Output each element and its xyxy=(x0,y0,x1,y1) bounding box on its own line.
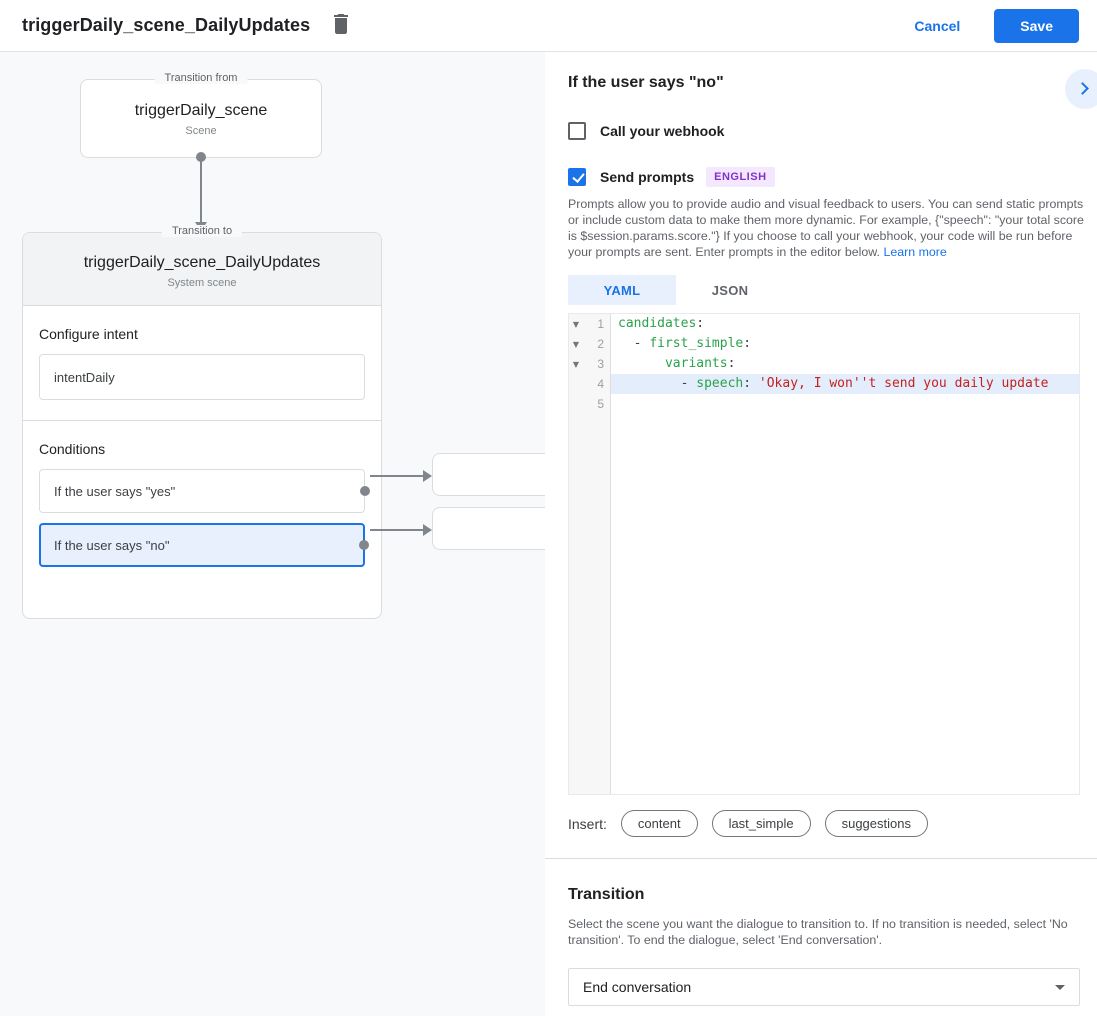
chevron-right-icon xyxy=(1076,82,1089,95)
transition-section-title: Transition xyxy=(568,886,645,903)
code-token: : xyxy=(743,376,759,391)
tab-yaml[interactable]: YAML xyxy=(568,275,676,305)
section-divider xyxy=(545,858,1097,859)
line-number: 5 xyxy=(597,397,604,411)
prompt-code-editor[interactable]: ▼ 1 ▼ 2 ▼ 3 4 5 candidates: - first_simple: var… xyxy=(568,313,1080,795)
condition-detail-panel: If the user says "no" Call your webhook … xyxy=(545,52,1097,1016)
send-prompts-checkbox[interactable] xyxy=(568,168,586,186)
prompts-description-text: Prompts allow you to provide audio and v… xyxy=(568,197,1084,259)
line-number: 3 xyxy=(597,357,604,371)
code-line[interactable]: candidates: xyxy=(611,314,1079,334)
fold-arrow-icon[interactable]: ▼ xyxy=(572,359,580,369)
dropdown-caret-icon xyxy=(1055,984,1065,990)
webhook-row: Call your webhook xyxy=(568,122,724,140)
cancel-button[interactable]: Cancel xyxy=(898,10,976,42)
transition-select-value: End conversation xyxy=(583,979,692,995)
code-token: first_simple xyxy=(649,336,744,351)
fold-arrow-icon[interactable]: ▼ xyxy=(572,319,580,329)
conditions-label: Conditions xyxy=(39,441,106,457)
arrowhead-right-icon xyxy=(423,470,432,482)
transition-to-title: triggerDaily_scene_DailyUpdates xyxy=(83,254,321,271)
line-number: 1 xyxy=(597,317,604,331)
learn-more-link[interactable]: Learn more xyxy=(883,245,947,259)
code-token: : xyxy=(727,356,736,371)
code-token: speech xyxy=(696,376,744,391)
insert-pill-suggestions[interactable]: suggestions xyxy=(824,810,928,837)
transition-select[interactable]: End conversation xyxy=(568,968,1080,1006)
insert-pill-last_simple[interactable]: last_simple xyxy=(711,810,811,837)
condition-no-target-node[interactable] xyxy=(432,507,554,550)
call-webhook-label: Call your webhook xyxy=(600,123,725,139)
condition-row[interactable]: If the user says "yes" xyxy=(39,469,370,513)
insert-pills: content last_simple suggestions xyxy=(620,810,942,837)
insert-pill-content[interactable]: content xyxy=(620,810,698,837)
prompts-description: Prompts allow you to provide audio and v… xyxy=(568,196,1084,260)
scene-diagram-canvas: Transition from triggerDaily_scene Scene… xyxy=(0,52,554,1016)
conditions-list: If the user says "yes" If the user says "… xyxy=(39,469,370,567)
configure-intent-label: Configure intent xyxy=(39,326,138,342)
condition-row-label: If the user says "no" xyxy=(54,537,170,553)
transition-from-subtitle: Scene xyxy=(185,125,217,137)
connector-line xyxy=(370,529,425,531)
editor-format-tabs: YAML JSON xyxy=(568,275,784,305)
editor-gutter: ▼ 1 ▼ 2 ▼ 3 4 5 xyxy=(569,314,611,794)
language-badge: ENGLISH xyxy=(706,167,775,187)
condition-yes-target-node[interactable] xyxy=(432,453,554,496)
code-token: candidates xyxy=(618,316,697,331)
transition-from-legend: Transition from xyxy=(154,72,248,84)
code-line[interactable]: - first_simple: xyxy=(611,334,1079,354)
code-token: - xyxy=(618,336,650,351)
delete-scene-button[interactable] xyxy=(324,9,358,43)
transition-from-node[interactable]: Transition from triggerDaily_scene Scene xyxy=(80,72,322,158)
save-button[interactable]: Save xyxy=(994,8,1079,43)
call-webhook-checkbox[interactable] xyxy=(568,122,586,140)
tab-json[interactable]: JSON xyxy=(711,282,749,298)
connector-dot xyxy=(359,540,369,550)
collapse-panel-button[interactable] xyxy=(1065,69,1097,109)
condition-row-label: If the user says "yes" xyxy=(54,483,176,499)
transition-description: Select the scene you want the dialogue t… xyxy=(568,917,1068,947)
code-token xyxy=(618,356,665,371)
fold-arrow-icon[interactable]: ▼ xyxy=(572,339,580,349)
condition-row[interactable]: If the user says "no" xyxy=(39,523,369,567)
line-number: 2 xyxy=(597,337,604,351)
page-title: triggerDaily_scene_DailyUpdates xyxy=(22,15,311,35)
code-line[interactable]: variants: xyxy=(611,354,1079,374)
code-token: - xyxy=(618,376,697,391)
arrowhead-right-icon xyxy=(423,524,432,536)
send-prompts-row: Send prompts ENGLISH xyxy=(568,167,775,187)
condition-no-arrow xyxy=(370,524,432,536)
condition-yes-arrow xyxy=(370,470,432,482)
line-number: 4 xyxy=(597,377,604,391)
transition-to-legend: Transition to xyxy=(161,225,243,237)
top-bar: triggerDaily_scene_DailyUpdates Cancel S… xyxy=(0,0,1097,52)
transition-to-subtitle: System scene xyxy=(167,277,237,289)
insert-row: Insert: content last_simple suggestions xyxy=(568,810,942,837)
code-token: : xyxy=(743,336,752,351)
panel-title: If the user says "no" xyxy=(568,74,724,91)
intent-item[interactable]: intentDaily xyxy=(39,354,365,400)
transition-from-title: triggerDaily_scene xyxy=(134,102,268,119)
connector-line xyxy=(370,475,425,477)
trash-icon xyxy=(331,13,351,38)
connector-dot xyxy=(196,152,206,162)
editor-code-area[interactable]: candidates: - first_simple: variants: - … xyxy=(611,314,1079,794)
code-line[interactable]: - speech: 'Okay, I won''t send you daily… xyxy=(611,374,1079,394)
code-token: variants xyxy=(664,356,728,371)
insert-label: Insert: xyxy=(568,815,607,832)
connector-line xyxy=(200,160,202,222)
code-token: : xyxy=(696,316,705,331)
flow-arrow-down xyxy=(195,152,207,232)
send-prompts-label: Send prompts xyxy=(600,169,695,185)
code-line[interactable] xyxy=(611,394,1079,414)
connector-dot xyxy=(360,486,370,496)
code-token: 'Okay, I won''t send you daily update xyxy=(758,376,1049,391)
node-divider xyxy=(23,420,381,421)
transition-to-node: Transition to triggerDaily_scene_DailyUp… xyxy=(22,225,382,619)
transition-to-header[interactable]: triggerDaily_scene_DailyUpdates System s… xyxy=(23,233,381,306)
